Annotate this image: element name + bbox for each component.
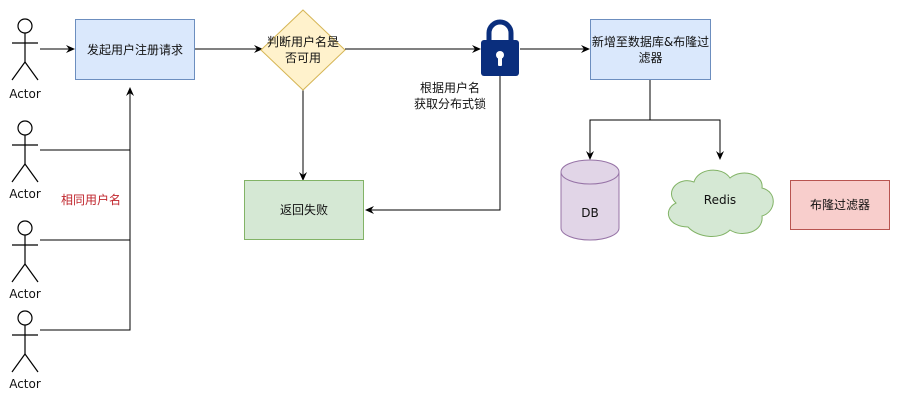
- lock-icon: [481, 19, 519, 76]
- same-username-annotation: 相同用户名: [61, 193, 122, 207]
- edge-add-to-redis: [650, 119, 724, 160]
- lock-annotation-2: 获取分布式锁: [413, 97, 486, 111]
- actor-figure-1: [11, 18, 39, 81]
- redis-cloud: [667, 169, 774, 237]
- check-username-label-1: 判断用户名是: [266, 35, 339, 49]
- actor-label-4: Actor: [9, 377, 41, 391]
- check-username-text: 判断用户名是 否可用: [261, 34, 345, 66]
- add-to-db-node: 新增至数据库&布隆过 滤器: [590, 19, 711, 80]
- add-to-db-label-1: 新增至数据库&布隆过: [591, 34, 710, 49]
- bloom-filter-node: 布隆过滤器: [790, 180, 890, 230]
- check-username-label-2: 否可用: [284, 51, 321, 65]
- actor-label-2: Actor: [9, 187, 41, 201]
- bloom-filter-label: 布隆过滤器: [809, 198, 870, 212]
- check-username-diamond: [260, 9, 346, 91]
- register-request-node: 发起用户注册请求: [75, 19, 195, 80]
- edge-add-to-db-redis: [586, 80, 651, 160]
- actor-figure-3: [11, 220, 39, 283]
- db-cylinder: [560, 159, 620, 241]
- db-label: DB: [581, 206, 599, 220]
- actor-figure-4: [11, 310, 39, 373]
- actor-figure-2: [11, 120, 39, 183]
- return-failure-label: 返回失败: [279, 203, 328, 217]
- return-failure-node: 返回失败: [244, 180, 364, 240]
- actor-label-1: Actor: [9, 87, 41, 101]
- edge-lock-to-failure: [365, 75, 501, 214]
- register-request-label: 发起用户注册请求: [86, 42, 183, 57]
- lock-annotation-1: 根据用户名: [419, 81, 480, 95]
- edge-other-actors-to-request: [40, 87, 134, 331]
- actor-label-3: Actor: [9, 287, 41, 301]
- add-to-db-label-2: 滤器: [638, 50, 663, 65]
- redis-label: Redis: [703, 193, 737, 207]
